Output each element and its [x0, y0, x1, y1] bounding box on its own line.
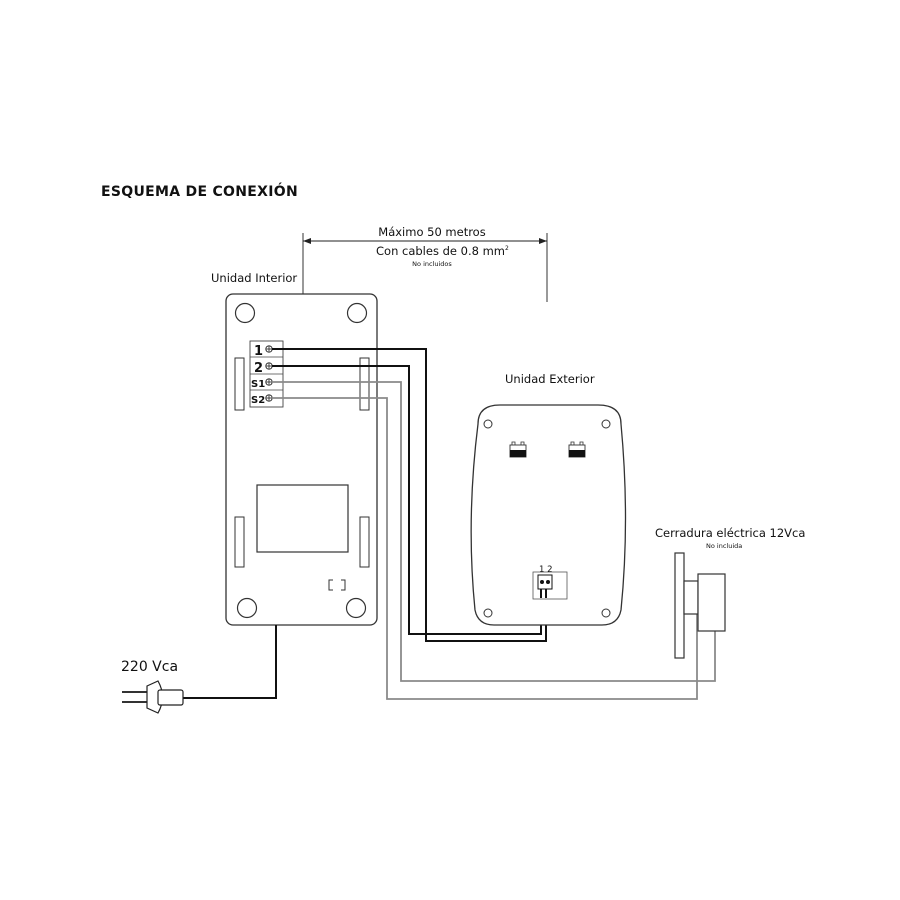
power-cord: [183, 625, 277, 699]
dimension-arrow-right: [539, 238, 547, 244]
lock-label: Cerradura eléctrica 12Vca: [655, 526, 805, 540]
diagram-title: ESQUEMA DE CONEXIÓN: [101, 182, 298, 200]
plug-grip: [157, 689, 184, 706]
indoor-screw-hole-top-left: [234, 302, 256, 324]
terminal-label-1: 1: [254, 344, 263, 359]
terminal-label-s2: S2: [251, 395, 265, 406]
outdoor-terminal-numbers: 1 2: [539, 565, 553, 575]
outdoor-clip-right: [568, 441, 586, 458]
indoor-mount-slot-left-top: [234, 357, 245, 411]
outdoor-screw-bottom-left: [483, 608, 493, 618]
outdoor-unit: Unidad Exterior 1 2: [470, 372, 627, 626]
indoor-unit-label: Unidad Interior: [211, 271, 297, 285]
outdoor-unit-body: [470, 404, 627, 626]
indoor-unit: Unidad Interior 1 2 S1 S2: [211, 271, 378, 626]
cable-spec-label: Con cables de 0.8 mm2: [376, 244, 509, 258]
outdoor-clip-left: [509, 441, 527, 458]
outdoor-screw-top-right: [601, 419, 611, 429]
dimension-arrow-left: [303, 238, 311, 244]
indoor-screw-hole-bottom-left: [236, 597, 258, 619]
indoor-mount-slot-right-top: [359, 357, 370, 411]
terminal-label-s1: S1: [251, 379, 265, 390]
max-distance-label: Máximo 50 metros: [378, 225, 485, 239]
power-voltage-label: 220 Vca: [121, 659, 178, 675]
lock-faceplate: [674, 552, 685, 659]
lock-not-included-note: No incluida: [706, 542, 742, 550]
terminal-label-2: 2: [254, 361, 263, 376]
cables-not-included-note: No incluidos: [412, 260, 452, 268]
indoor-mount-slot-left-bottom: [234, 516, 245, 568]
power-plug: 220 Vca: [121, 659, 184, 714]
indoor-transformer-box: [256, 484, 349, 553]
outdoor-unit-label: Unidad Exterior: [505, 372, 595, 386]
indoor-bracket-mark: [328, 579, 346, 591]
lock-latch: [683, 580, 699, 615]
indoor-screw-hole-top-right: [346, 302, 368, 324]
outdoor-screw-bottom-right: [601, 608, 611, 618]
wire-terminal-s1: [272, 381, 716, 682]
wire-terminal-s2: [272, 397, 698, 700]
indoor-unit-body: [225, 293, 378, 626]
lock-body: [697, 573, 726, 632]
indoor-mount-slot-right-bottom: [359, 516, 370, 568]
distance-dimension: Máximo 50 metros Con cables de 0.8 mm2 N…: [302, 225, 548, 302]
electric-lock: Cerradura eléctrica 12Vca No incluida: [655, 526, 805, 659]
cable-spec-text: Con cables de 0.8 mm: [376, 244, 505, 258]
indoor-screw-hole-bottom-right: [345, 597, 367, 619]
outdoor-screw-top-left: [483, 419, 493, 429]
cable-spec-superscript: 2: [505, 245, 509, 252]
